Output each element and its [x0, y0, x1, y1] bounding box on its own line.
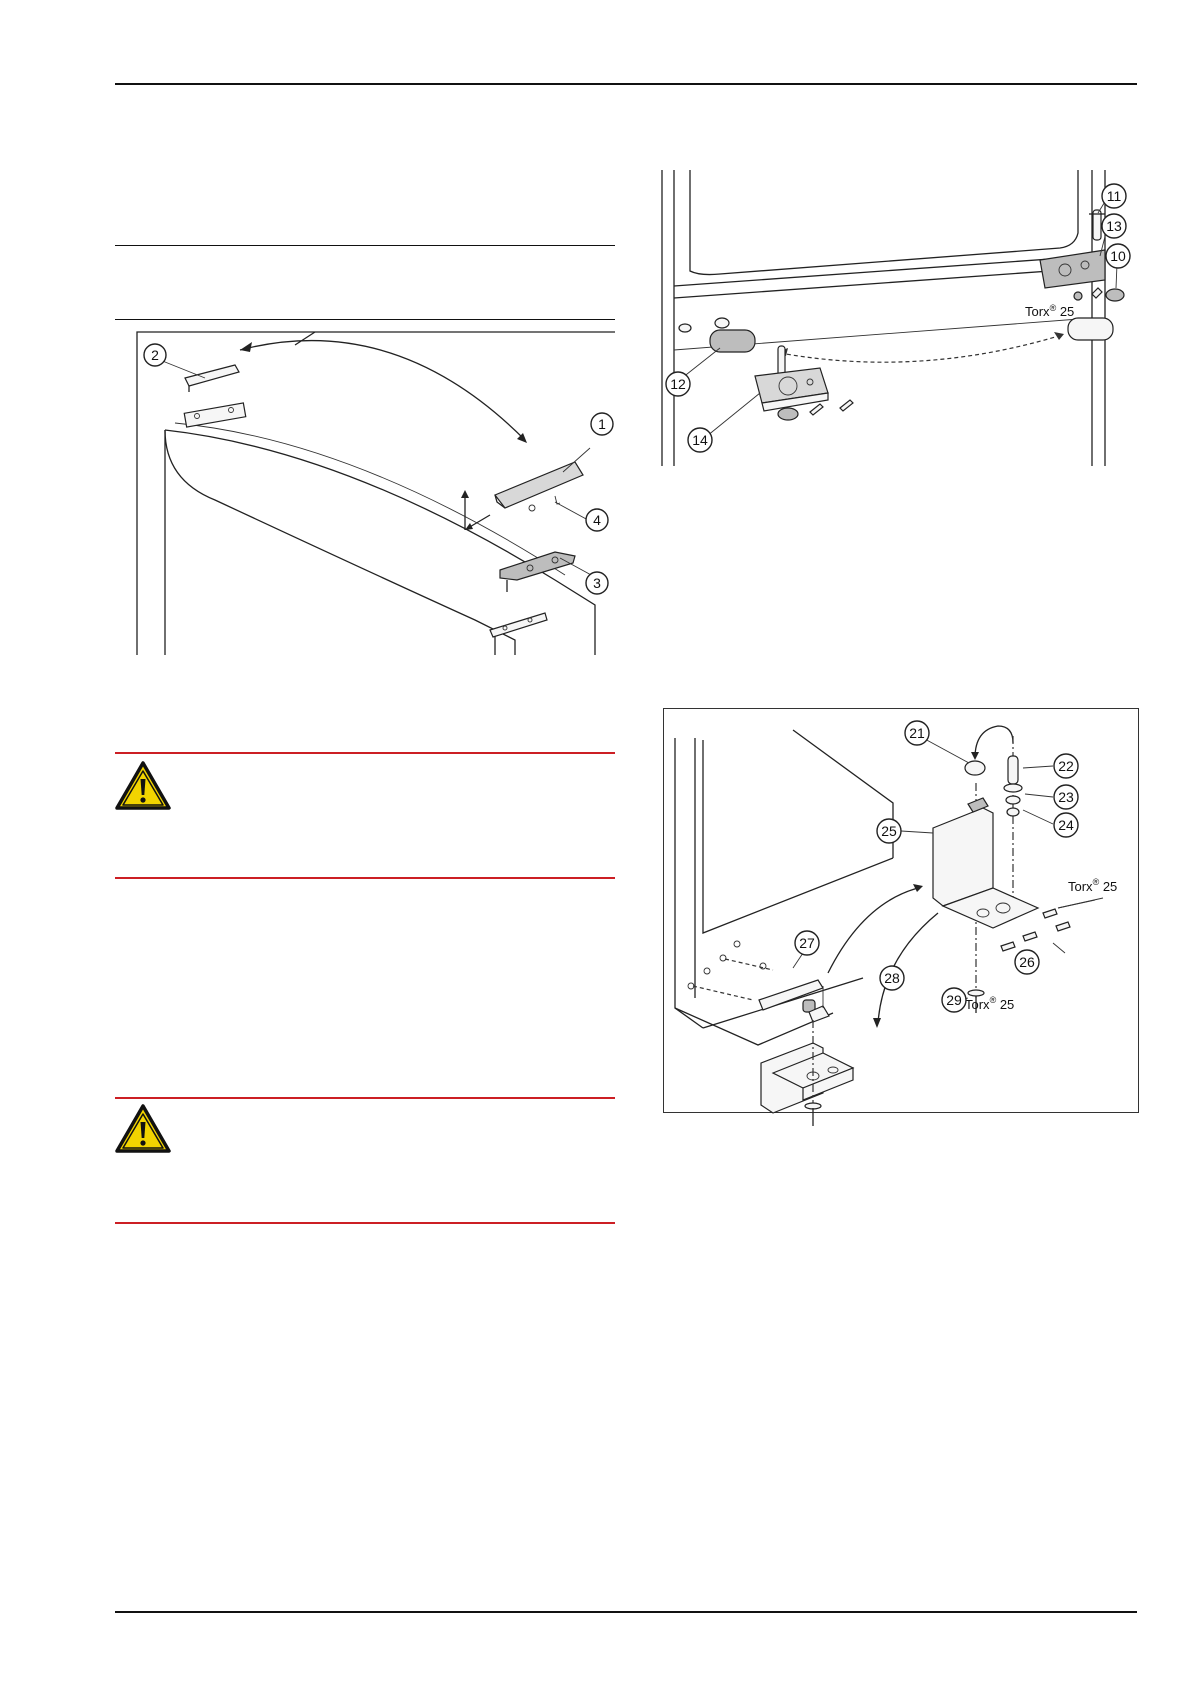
torx-label-right: Torx® 25 — [1068, 877, 1117, 894]
svg-text:21: 21 — [909, 725, 925, 741]
callout-11: 11 — [1101, 183, 1127, 209]
warning-triangle-icon — [115, 1104, 171, 1153]
figure-bottom-frame — [663, 708, 1139, 1113]
svg-text:3: 3 — [593, 575, 601, 591]
svg-text:2: 2 — [151, 347, 159, 363]
svg-text:22: 22 — [1058, 758, 1074, 774]
callout-1: 1 — [590, 412, 614, 436]
callout-4: 4 — [585, 508, 609, 532]
section-rule-top — [115, 245, 615, 246]
svg-text:13: 13 — [1106, 218, 1122, 234]
svg-text:1: 1 — [598, 416, 606, 432]
svg-text:23: 23 — [1058, 789, 1074, 805]
figure-top-lid: 1 2 3 4 — [136, 331, 615, 655]
svg-text:14: 14 — [692, 432, 708, 448]
warning-2-bottom-rule — [115, 1222, 615, 1224]
callout-24: 24 — [1053, 812, 1079, 838]
callout-12: 12 — [665, 371, 691, 397]
figure-bottom-hinge: Torx® 25 Torx® 25 21 22 23 24 25 26 27 2… — [674, 720, 1117, 1126]
callout-13: 13 — [1101, 213, 1127, 239]
callout-27: 27 — [794, 930, 820, 956]
callout-2: 2 — [143, 343, 167, 367]
svg-text:24: 24 — [1058, 817, 1074, 833]
svg-text:29: 29 — [946, 992, 962, 1008]
warning-1-top-rule — [115, 752, 615, 754]
svg-text:4: 4 — [593, 512, 601, 528]
callout-28: 28 — [879, 965, 905, 991]
warning-triangle-icon — [115, 761, 171, 810]
callout-10: 10 — [1105, 243, 1131, 269]
callout-26: 26 — [1014, 949, 1040, 975]
warning-1-bottom-rule — [115, 877, 615, 879]
warning-2-top-rule — [115, 1097, 615, 1099]
svg-text:27: 27 — [799, 935, 815, 951]
svg-text:25: 25 — [881, 823, 897, 839]
callout-14: 14 — [687, 427, 713, 453]
header-rule — [115, 83, 1137, 85]
callout-21: 21 — [904, 720, 930, 746]
svg-text:12: 12 — [670, 376, 686, 392]
svg-text:26: 26 — [1019, 954, 1035, 970]
torx-label-top: Torx® 25 — [1025, 303, 1074, 319]
callout-23: 23 — [1053, 784, 1079, 810]
svg-text:11: 11 — [1107, 188, 1122, 204]
footer-rule — [115, 1611, 1137, 1613]
figure-top-hinge-swap: Torx® 25 11 13 10 12 14 — [661, 170, 1131, 466]
svg-text:10: 10 — [1110, 248, 1126, 264]
callout-22: 22 — [1053, 753, 1079, 779]
section-rule-bottom — [115, 319, 615, 320]
callout-25: 25 — [876, 818, 902, 844]
torx-label-bottom: Torx® 25 — [965, 995, 1014, 1012]
callout-29: 29 — [941, 987, 967, 1013]
svg-text:28: 28 — [884, 970, 900, 986]
callout-3: 3 — [585, 571, 609, 595]
